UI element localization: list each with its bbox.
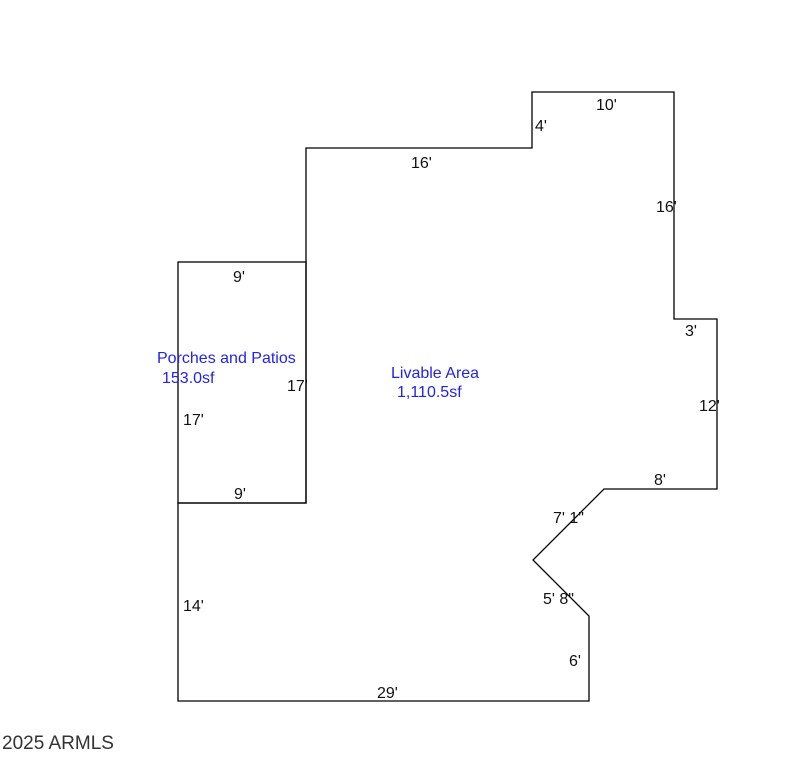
copyright-text: 2025 ARMLS: [2, 733, 114, 754]
dim-step-left: 4': [535, 118, 547, 135]
dim-bottom: 29': [377, 685, 398, 702]
dim-diag-upper: 7' 1": [553, 510, 584, 527]
dim-porch-bottom: 9': [234, 486, 246, 503]
dim-ledge: 8': [654, 472, 666, 489]
dim-diag-lower: 5' 8": [543, 591, 574, 608]
dim-right-upper: 16': [656, 199, 677, 216]
dim-step-top: 10': [596, 97, 617, 114]
dim-right-mid: 12': [699, 398, 720, 415]
porch-area-name: Porches and Patios: [157, 350, 296, 367]
dim-left-lower: 14': [183, 598, 204, 615]
porch-outline: [177, 261, 307, 504]
livable-area-name: Livable Area: [391, 365, 479, 382]
porch-area-size: 153.0sf: [162, 370, 215, 387]
dim-right-step: 3': [685, 323, 697, 340]
dim-porch-top: 9': [233, 269, 245, 286]
dim-porch-right: 17': [287, 378, 308, 395]
dim-porch-left: 17': [183, 412, 204, 429]
dim-right-lower: 6': [569, 653, 581, 670]
livable-area-size: 1,110.5sf: [397, 384, 462, 401]
livable-area-outline: [177, 91, 718, 702]
dim-livable-top: 16': [411, 155, 432, 172]
